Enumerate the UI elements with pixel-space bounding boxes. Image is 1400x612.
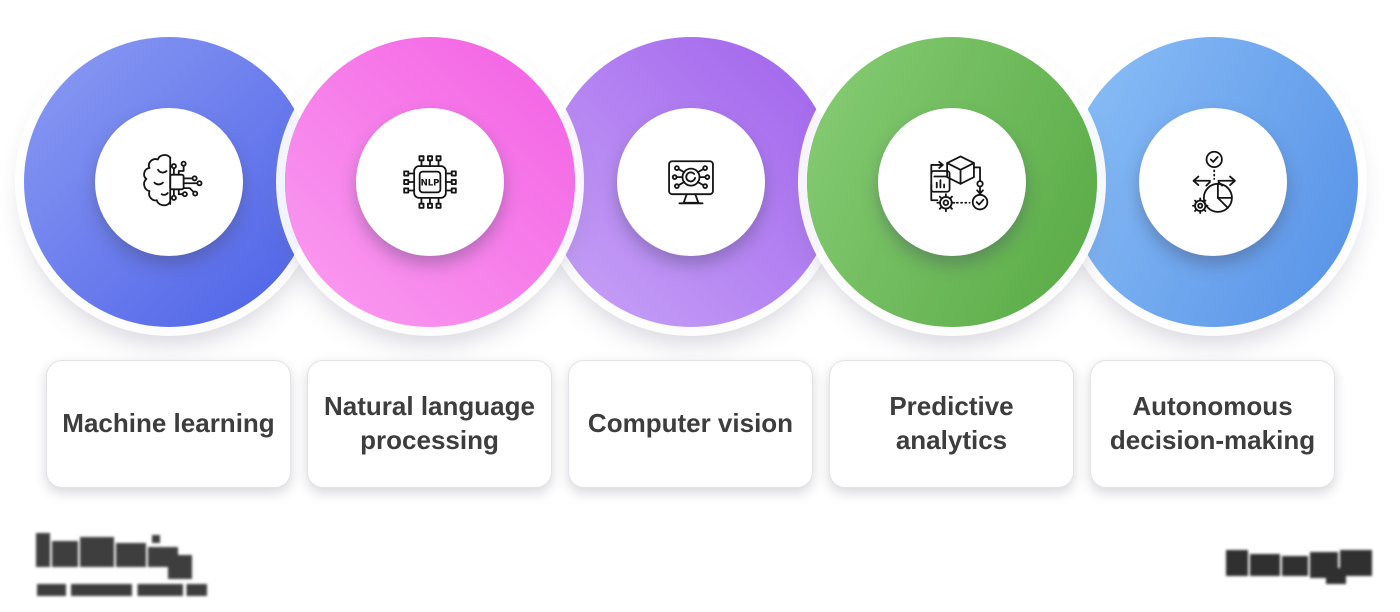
ring-computer-vision	[545, 37, 836, 327]
label-card-nlp: Natural language processing	[307, 360, 552, 488]
icon-disc	[877, 108, 1026, 256]
ring-predictive-analytics	[806, 37, 1097, 327]
card-label: Machine learning	[62, 408, 275, 439]
pillar-predictive-analytics: Predictive analytics	[806, 0, 1097, 488]
label-card-predictive-analytics: Predictive analytics	[829, 360, 1074, 488]
ring-nlp: NLP	[284, 37, 575, 327]
label-card-computer-vision: Computer vision	[568, 360, 813, 488]
icon-disc	[616, 108, 765, 256]
pillar-autonomous-decision: Autonomous decision-making	[1067, 0, 1358, 488]
card-label: Predictive analytics	[889, 391, 1014, 455]
pillar-computer-vision: Computer vision	[545, 0, 836, 488]
card-label: Natural language processing	[324, 391, 535, 455]
vision-monitor-icon	[652, 143, 730, 221]
autonomous-decision-icon	[1174, 143, 1252, 221]
brain-circuit-icon	[130, 143, 208, 221]
icon-disc: NLP	[355, 108, 504, 256]
nlp-chip-text: NLP	[420, 178, 439, 188]
pillar-machine-learning: Machine learning	[23, 0, 314, 488]
pillar-nlp: NLP Natural language processing	[284, 0, 575, 488]
nlp-chip-icon: NLP	[391, 143, 469, 221]
icon-disc	[94, 108, 243, 256]
icon-disc	[1138, 108, 1287, 256]
infographic-row: Machine learning	[23, 0, 1358, 488]
ring-machine-learning	[23, 37, 314, 327]
card-label: Autonomous decision-making	[1109, 391, 1316, 455]
redacted-wordmark-bottom-right	[1226, 542, 1372, 586]
card-label: Computer vision	[587, 408, 794, 439]
redacted-logo-bottom-left	[36, 527, 218, 597]
label-card-machine-learning: Machine learning	[46, 360, 291, 488]
predictive-analytics-icon	[913, 143, 991, 221]
ring-autonomous-decision	[1067, 37, 1358, 327]
redacted-tagline	[37, 584, 207, 596]
label-card-autonomous-decision: Autonomous decision-making	[1090, 360, 1335, 488]
